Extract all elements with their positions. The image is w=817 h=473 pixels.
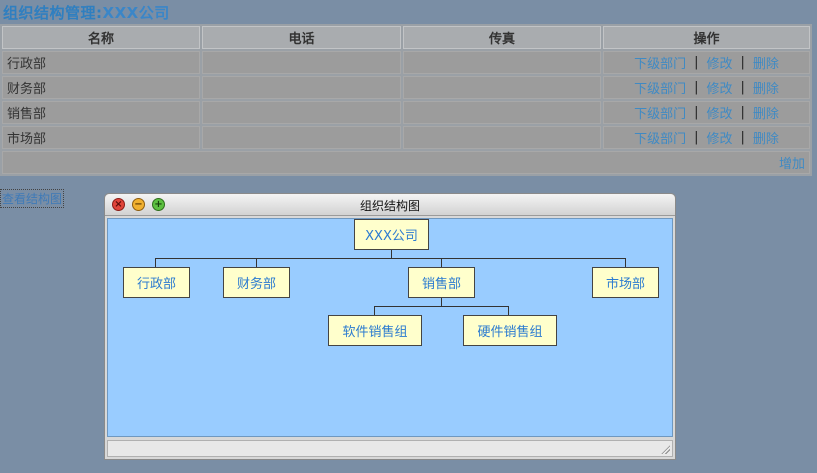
dept-name-cell: 销售部 — [2, 101, 200, 124]
page-title: 组织结构管理:XXX公司 — [3, 2, 170, 23]
edit-link[interactable]: 修改 — [706, 107, 733, 122]
org-node-root[interactable]: XXX公司 — [354, 219, 429, 250]
action-separator: | — [694, 80, 699, 95]
dept-phone-cell — [202, 51, 401, 74]
window-statusbar — [107, 440, 673, 457]
org-node-department[interactable]: 行政部 — [123, 267, 190, 298]
connector-line — [391, 249, 392, 258]
department-table: 名称 电话 传真 操作 行政部 下级部门 | 修改 | 删除 财务部 下级部门 | 修改 | 删… — [0, 24, 812, 176]
page-title-sep: : — [96, 4, 103, 22]
dept-name-cell: 财务部 — [2, 76, 200, 99]
table-row: 财务部 下级部门 | 修改 | 删除 — [1, 75, 811, 100]
table-footer-cell: 增加 — [2, 151, 810, 174]
dept-phone-cell — [202, 76, 401, 99]
sub-dept-link[interactable]: 下级部门 — [634, 132, 687, 147]
action-separator: | — [694, 55, 699, 70]
connector-line — [374, 306, 509, 307]
dept-fax-cell — [403, 126, 601, 149]
table-row: 行政部 下级部门 | 修改 | 删除 — [1, 50, 811, 75]
org-node-department[interactable]: 财务部 — [223, 267, 290, 298]
dept-name-cell: 行政部 — [2, 51, 200, 74]
maximize-icon[interactable]: + — [152, 198, 165, 211]
delete-link[interactable]: 删除 — [752, 82, 779, 97]
table-header-row: 名称 电话 传真 操作 — [1, 25, 811, 50]
action-separator: | — [694, 130, 699, 145]
org-chart-window: × − + 组织结构图 XXX公司 行政部 财务部 销售部 市场部 软件销售组 … — [104, 193, 676, 460]
column-header-actions: 操作 — [603, 26, 810, 49]
sub-dept-link[interactable]: 下级部门 — [634, 57, 687, 72]
dept-actions-cell: 下级部门 | 修改 | 删除 — [603, 126, 810, 149]
close-icon[interactable]: × — [112, 198, 125, 211]
dept-fax-cell — [403, 76, 601, 99]
edit-link[interactable]: 修改 — [706, 132, 733, 147]
add-dept-link[interactable]: 增加 — [778, 157, 805, 172]
org-node-department[interactable]: 市场部 — [592, 267, 659, 298]
connector-line — [374, 306, 375, 315]
edit-link[interactable]: 修改 — [706, 57, 733, 72]
dept-fax-cell — [403, 101, 601, 124]
connector-line — [441, 297, 442, 306]
connector-line — [508, 306, 509, 315]
dept-actions-cell: 下级部门 | 修改 | 删除 — [603, 101, 810, 124]
dept-name-cell: 市场部 — [2, 126, 200, 149]
dept-fax-cell — [403, 51, 601, 74]
column-header-name: 名称 — [2, 26, 200, 49]
dept-phone-cell — [202, 101, 401, 124]
action-separator: | — [740, 55, 745, 70]
table-row: 市场部 下级部门 | 修改 | 删除 — [1, 125, 811, 150]
action-separator: | — [740, 105, 745, 120]
sub-dept-link[interactable]: 下级部门 — [634, 107, 687, 122]
company-name: XXX公司 — [102, 4, 170, 22]
action-separator: | — [740, 80, 745, 95]
window-title: 组织结构图 — [359, 199, 420, 213]
dept-actions-cell: 下级部门 | 修改 | 删除 — [603, 51, 810, 74]
delete-link[interactable]: 删除 — [752, 107, 779, 122]
column-header-fax: 传真 — [403, 26, 601, 49]
dept-phone-cell — [202, 126, 401, 149]
connector-line — [625, 258, 626, 267]
view-structure-chart-link[interactable]: 查看结构图 — [0, 189, 65, 208]
delete-link[interactable]: 删除 — [752, 57, 779, 72]
window-titlebar[interactable]: × − + 组织结构图 — [105, 194, 675, 216]
dept-actions-cell: 下级部门 | 修改 | 删除 — [603, 76, 810, 99]
org-node-group[interactable]: 软件销售组 — [328, 315, 422, 346]
minimize-icon[interactable]: − — [132, 198, 145, 211]
action-separator: | — [740, 130, 745, 145]
org-node-department[interactable]: 销售部 — [408, 267, 475, 298]
delete-link[interactable]: 删除 — [752, 132, 779, 147]
table-row: 销售部 下级部门 | 修改 | 删除 — [1, 100, 811, 125]
column-header-phone: 电话 — [202, 26, 401, 49]
connector-line — [155, 258, 156, 267]
org-node-group[interactable]: 硬件销售组 — [463, 315, 557, 346]
resize-grip-icon[interactable] — [661, 445, 670, 454]
edit-link[interactable]: 修改 — [706, 82, 733, 97]
org-chart-canvas: XXX公司 行政部 财务部 销售部 市场部 软件销售组 硬件销售组 — [107, 218, 673, 437]
connector-line — [256, 258, 257, 267]
table-footer-row: 增加 — [1, 150, 811, 175]
connector-line — [155, 258, 626, 259]
page-title-prefix: 组织结构管理 — [3, 4, 97, 22]
action-separator: | — [694, 105, 699, 120]
sub-dept-link[interactable]: 下级部门 — [634, 82, 687, 97]
connector-line — [441, 258, 442, 267]
